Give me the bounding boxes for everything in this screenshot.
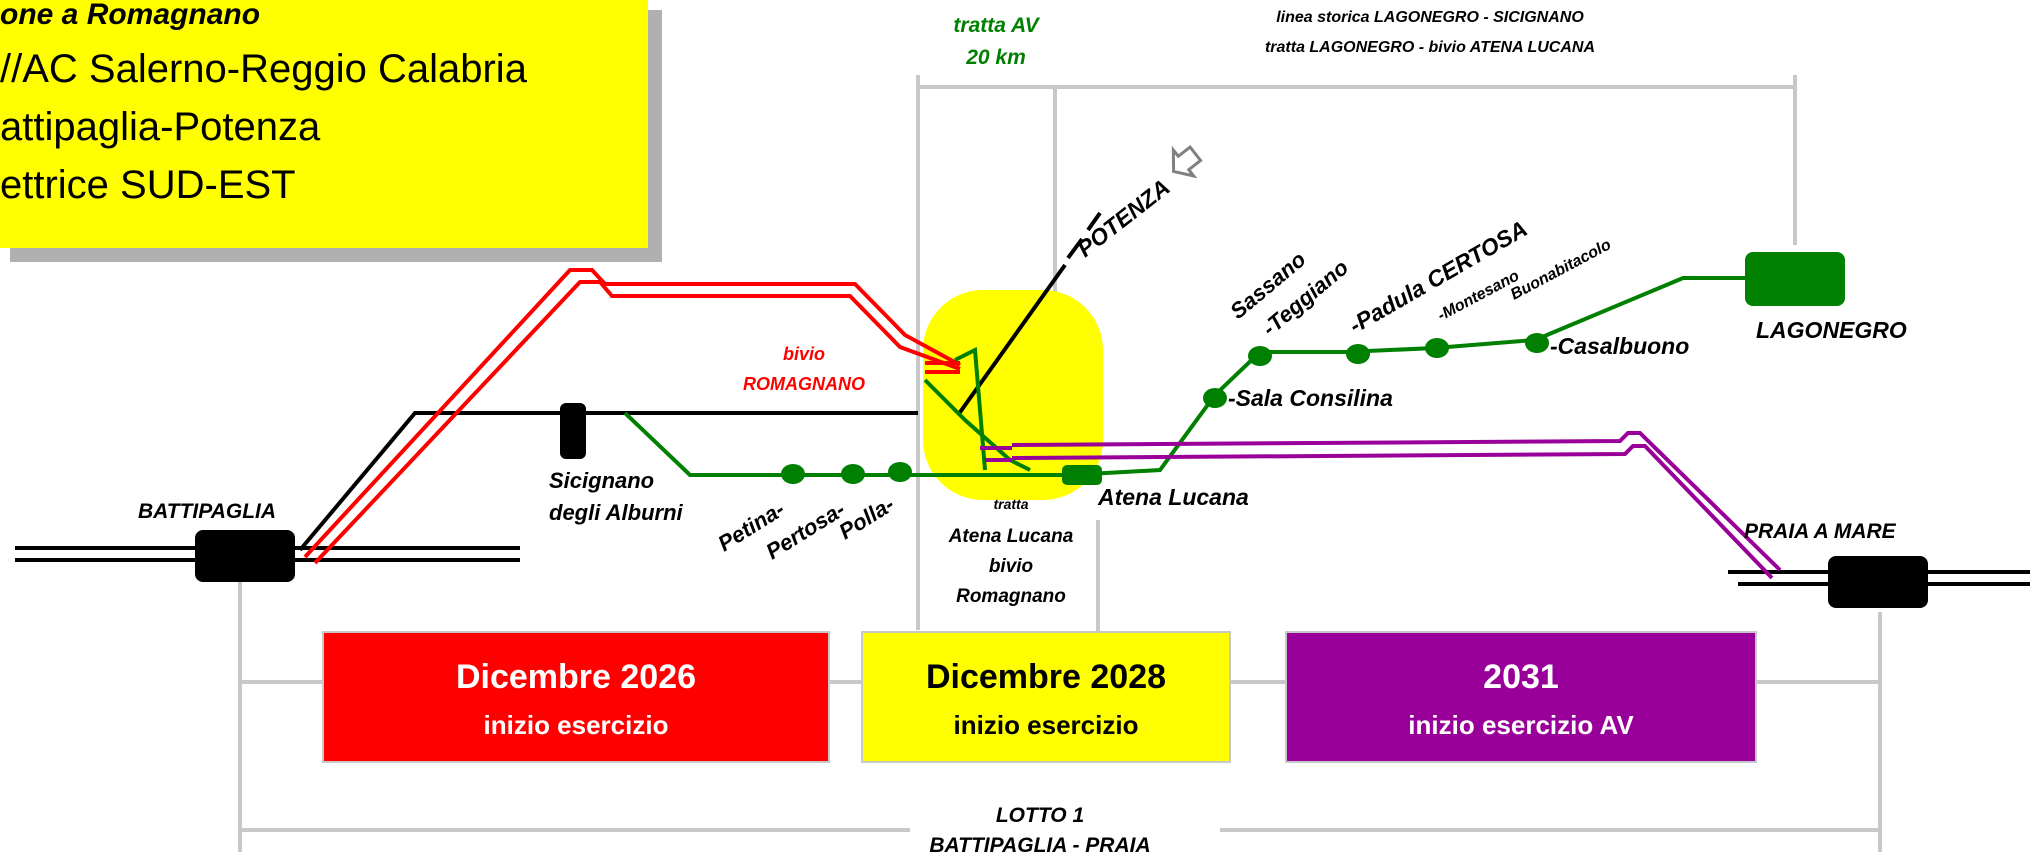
green-junction-curve-2 — [954, 346, 987, 471]
purple-track-lower — [1011, 444, 1774, 580]
arrow-right-icon — [1171, 144, 1203, 179]
label-sicignano-1: Sicignano — [549, 468, 654, 493]
station-sicignano-marker — [560, 403, 586, 459]
purple-track-upper — [1011, 431, 1782, 572]
phase-2031: 2031 inizio esercizio AV — [1285, 631, 1757, 763]
line-to-potenza — [956, 263, 1067, 417]
station-petina-marker — [781, 464, 805, 484]
red-junction-stub — [925, 361, 960, 374]
phase-box-2028 — [861, 631, 1231, 763]
station-casalbuono-marker — [1525, 333, 1549, 353]
legend-line-1: //AC Salerno-Reggio Calabria — [0, 47, 528, 91]
line-potenza-dashed — [1066, 211, 1102, 260]
label-atena-lucana: Atena Lucana — [1097, 484, 1249, 510]
storica-label-line1: linea storica LAGONEGRO - SICIGNANO — [1276, 9, 1584, 26]
label-sala-consilina: -Sala Consilina — [1228, 385, 1393, 411]
phase-box-2026 — [322, 631, 830, 763]
tratta-av-km: 20 km — [965, 46, 1026, 69]
phase-title-2028: Dicembre 2028 — [926, 658, 1166, 696]
red-track-upper — [303, 268, 961, 559]
line-battipaglia-potenza — [298, 411, 918, 552]
legend-line-2: attipaglia-Potenza — [0, 105, 321, 149]
junction-highlight — [923, 290, 1103, 500]
tratta-label-line1: tratta — [993, 496, 1028, 512]
red-track-lower — [313, 280, 961, 565]
station-montesano-marker — [1425, 338, 1449, 358]
purple-line — [980, 431, 1782, 580]
tratta-label-line4: Romagnano — [956, 586, 1066, 607]
station-pertosa-marker — [841, 464, 865, 484]
label-lagonegro: LAGONEGRO — [1756, 317, 1907, 343]
label-battipaglia: BATTIPAGLIA — [138, 500, 276, 523]
lotto-label-line2: BATTIPAGLIA - PRAIA — [929, 834, 1150, 856]
lotto-label-line1: LOTTO 1 — [996, 804, 1084, 827]
station-atena-marker — [1062, 465, 1102, 485]
bivio-label-line1: bivio — [783, 344, 825, 364]
phase-box-2031 — [1285, 631, 1757, 763]
station-sala-marker — [1203, 388, 1227, 408]
station-sassano-marker — [1248, 346, 1272, 366]
phase-subtitle-2028: inizio esercizio — [954, 710, 1139, 740]
station-padula-marker — [1346, 344, 1370, 364]
label-praia-a-mare: PRAIA A MARE — [1744, 520, 1897, 543]
label-sicignano-2: degli Alburni — [549, 500, 684, 525]
phase-dic-2026: Dicembre 2026 inizio esercizio — [322, 631, 830, 763]
tratta-av-label: tratta AV — [953, 14, 1040, 37]
phase-title-2031: 2031 — [1483, 658, 1559, 696]
label-casalbuono: -Casalbuono — [1550, 333, 1689, 359]
storica-label-line2: tratta LAGONEGRO - bivio ATENA LUCANA — [1265, 39, 1595, 56]
phase-subtitle-2026: inizio esercizio — [484, 710, 669, 740]
label-buonabitacolo: Buonabitacolo — [1508, 236, 1614, 303]
station-polla-marker — [888, 462, 912, 482]
phase-dic-2028: Dicembre 2028 inizio esercizio — [861, 631, 1231, 763]
legend-line-3: ettrice SUD-EST — [0, 163, 296, 207]
green-sicignano-atena — [623, 411, 1070, 477]
station-markers — [195, 252, 1928, 608]
station-praia-marker — [1828, 556, 1928, 608]
tratta-label-line3: bivio — [989, 556, 1033, 577]
label-potenza: POTENZA — [1072, 174, 1175, 262]
legend-box: one a Romagnano //AC Salerno-Reggio Cala… — [0, 0, 662, 262]
tratta-label-line2: Atena Lucana — [948, 526, 1074, 547]
bivio-label-line2: ROMAGNANO — [743, 374, 865, 394]
red-line — [303, 268, 961, 565]
station-lagonegro-marker — [1745, 252, 1845, 306]
legend-title: one a Romagnano — [0, 0, 260, 31]
legend-background — [0, 0, 648, 248]
phase-subtitle-2031: inizio esercizio AV — [1408, 710, 1634, 740]
purple-junction-stub — [980, 446, 1012, 462]
label-polla: Polla- — [834, 491, 898, 544]
phase-title-2026: Dicembre 2026 — [456, 658, 696, 696]
green-junction-curve-1 — [923, 378, 1031, 472]
station-battipaglia-marker — [195, 530, 295, 582]
